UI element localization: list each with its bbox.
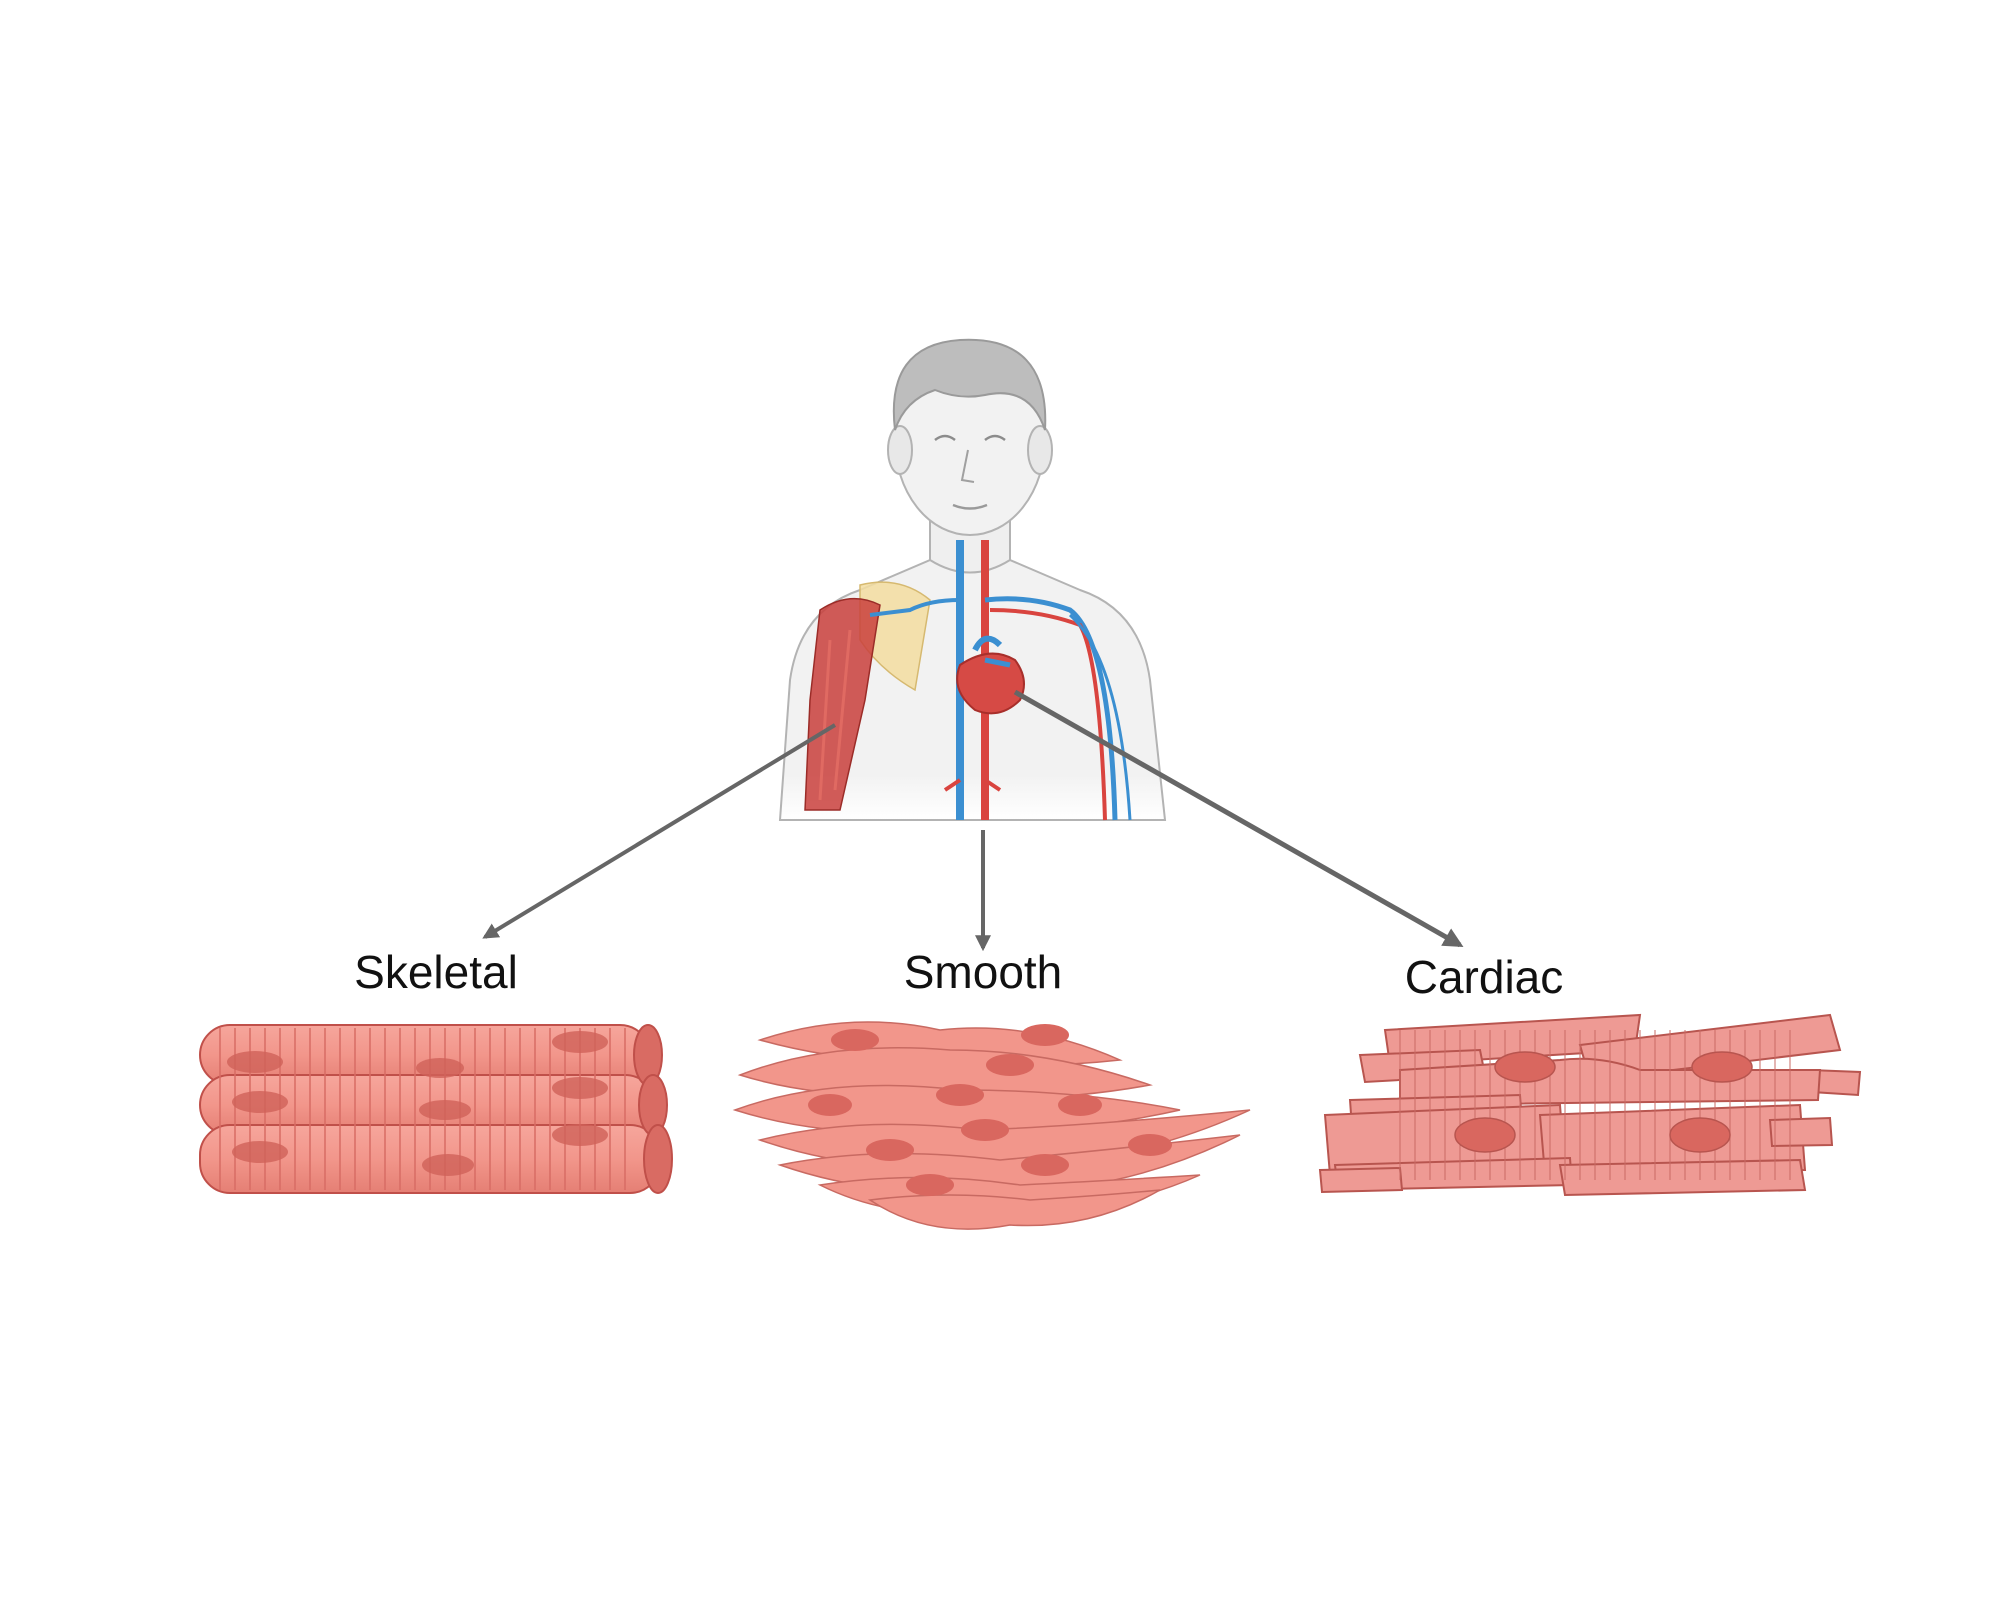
skeletal-muscle-tissue bbox=[199, 1024, 673, 1194]
ear-right bbox=[1027, 425, 1053, 475]
arm-muscle-highlight bbox=[818, 629, 852, 801]
label-smooth: Smooth bbox=[903, 946, 1063, 998]
mouth bbox=[952, 503, 988, 510]
human-torso bbox=[778, 338, 1167, 821]
arrows bbox=[482, 689, 1464, 952]
eye-left bbox=[934, 434, 956, 442]
ear-left bbox=[887, 425, 913, 475]
hair bbox=[892, 338, 1047, 431]
smooth-muscle-tissue bbox=[732, 1021, 1251, 1230]
arrow-to-cardiac bbox=[1013, 689, 1464, 948]
label-cardiac: Cardiac bbox=[1404, 951, 1564, 1003]
heart bbox=[956, 635, 1025, 715]
cardiac-muscle-tissue bbox=[1318, 1013, 1862, 1197]
eye-right bbox=[984, 434, 1006, 442]
nose bbox=[960, 449, 975, 483]
label-skeletal: Skeletal bbox=[354, 946, 518, 998]
arrow-to-skeletal bbox=[482, 723, 837, 939]
